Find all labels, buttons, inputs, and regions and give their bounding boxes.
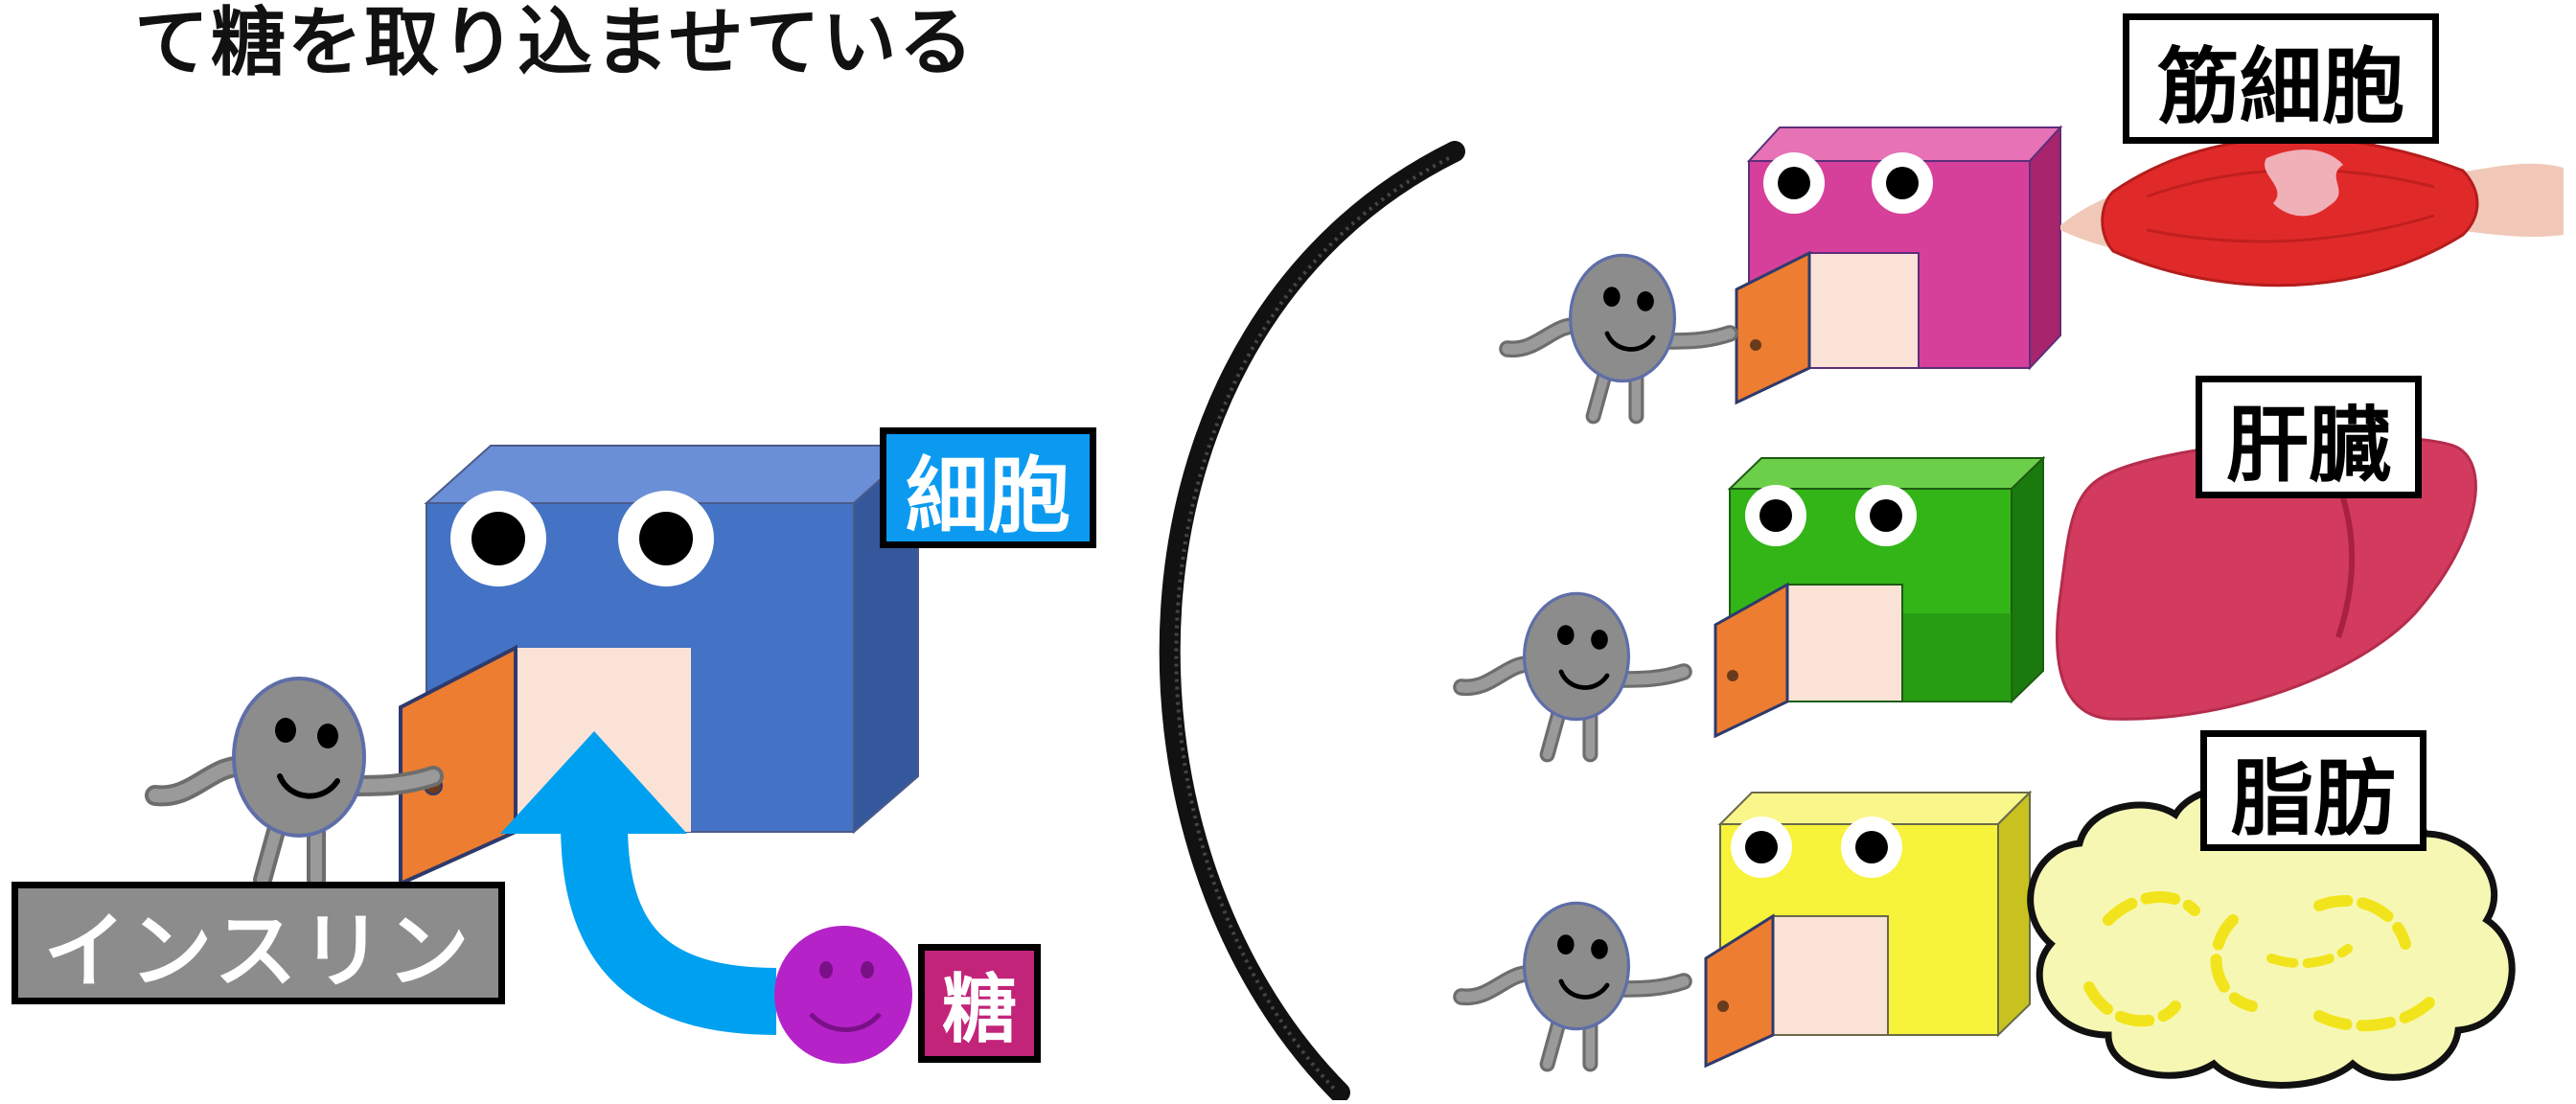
fat-label: 脂肪: [2200, 730, 2426, 851]
blue-cell: [399, 443, 921, 887]
muscle-icon: [2060, 136, 2564, 288]
bracket-curve: [1159, 141, 1465, 1103]
fat-blob-icon: [2027, 782, 2516, 1089]
sugar-face-icon: [774, 926, 912, 1064]
sugar-label: 糖: [918, 944, 1041, 1063]
page-title: て糖を取り込ませている: [134, 0, 976, 86]
insulin-character-icon: [155, 678, 433, 880]
insulin-character-icon: [1461, 593, 1684, 754]
insulin-character-icon: [1461, 903, 1684, 1064]
yellow-cell: [1704, 790, 2033, 1069]
arrow-into-cell: [500, 731, 777, 1035]
magenta-cell: [1735, 125, 2063, 405]
liver-label: 肝臓: [2196, 376, 2422, 498]
green-cell: [1714, 455, 2046, 739]
insulin-character-icon: [1507, 255, 1730, 416]
cell-label: 細胞: [880, 427, 1096, 548]
muscle-cell-label: 筋細胞: [2123, 13, 2439, 144]
insulin-label: インスリン: [12, 882, 505, 1004]
